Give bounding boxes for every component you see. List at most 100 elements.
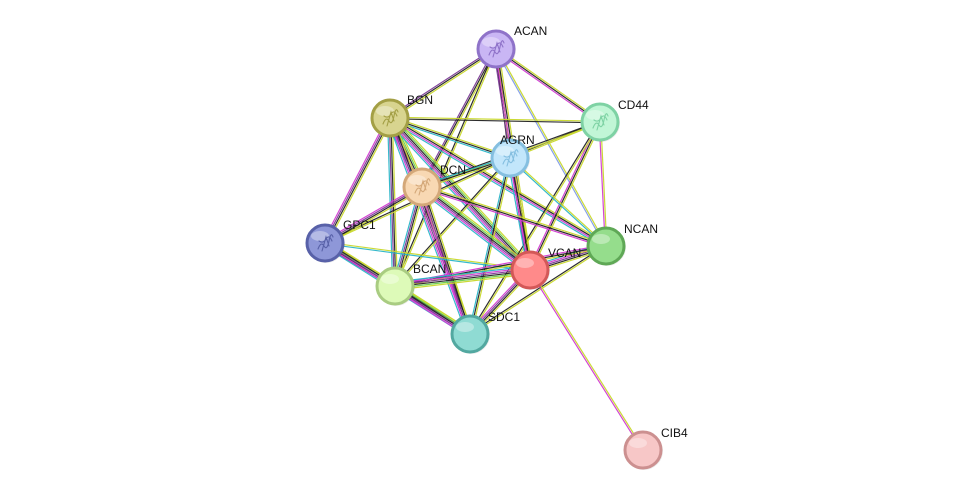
edge-strand-yellow xyxy=(470,246,607,336)
edge-strand-green xyxy=(395,271,531,289)
edge-strand-black xyxy=(393,157,510,286)
edge-strand-purple xyxy=(388,118,530,271)
node-highlight xyxy=(408,175,426,185)
edge-bgn-gpc1[interactable] xyxy=(322,116,393,245)
edge-cd44-ncan[interactable] xyxy=(598,121,608,247)
node-highlight xyxy=(586,110,604,120)
edge-strand-yellow xyxy=(390,49,498,120)
node-sdc1[interactable]: SDC1 xyxy=(450,310,520,354)
edge-agrn-bcan[interactable] xyxy=(393,157,512,287)
edge-vcan-bcan[interactable] xyxy=(394,265,531,291)
protein-structure-icon xyxy=(414,178,431,196)
edge-strand-magenta xyxy=(387,118,470,335)
edge-strand-purple xyxy=(420,187,470,335)
edge-strand-green xyxy=(423,184,532,269)
edge-strand-black xyxy=(422,185,531,270)
edge-strand-yellow xyxy=(422,184,607,246)
edge-strand-yellow xyxy=(600,121,608,246)
node-agrn[interactable]: AGRN xyxy=(490,133,535,178)
protein-structure-icon xyxy=(502,149,519,167)
edge-strand-black xyxy=(421,186,607,247)
edge-bgn-cd44[interactable] xyxy=(389,116,601,124)
edge-strand-yellow xyxy=(530,269,645,450)
node-circle xyxy=(510,250,550,290)
edge-strand-cyan xyxy=(419,189,528,274)
node-circle xyxy=(490,138,530,178)
node-label: GPC1 xyxy=(343,218,376,232)
edge-strand-yellow xyxy=(395,158,512,287)
node-label: ACAN xyxy=(514,24,547,38)
edge-strand-magenta xyxy=(394,267,530,285)
node-bcan[interactable]: BCAN xyxy=(375,262,446,306)
edge-strand-black xyxy=(325,118,392,244)
edge-strand-magenta xyxy=(389,118,606,248)
node-dcn[interactable]: DCN xyxy=(402,163,466,207)
edge-cd44-sdc1[interactable] xyxy=(468,121,602,335)
edge-strand-black xyxy=(468,121,600,334)
node-cd44[interactable]: CD44 xyxy=(580,98,649,142)
edge-strand-green xyxy=(391,115,533,269)
edge-strand-blue xyxy=(494,49,606,247)
edge-strand-magenta xyxy=(419,187,469,335)
edge-strand-purple xyxy=(389,117,471,335)
edge-strand-yellow xyxy=(395,273,531,291)
edge-agrn-sdc1[interactable] xyxy=(467,157,513,335)
node-bgn[interactable]: BGN xyxy=(370,93,433,138)
edge-strand-black xyxy=(389,117,511,159)
edge-strand-yellow xyxy=(496,47,602,122)
edge-strand-magenta xyxy=(494,49,600,124)
edge-strand-black xyxy=(389,118,600,124)
edge-ncan-sdc1[interactable] xyxy=(469,244,607,336)
edge-strand-cyan xyxy=(467,157,510,334)
node-highlight xyxy=(592,234,610,244)
node-highlight xyxy=(456,322,474,332)
edge-strand-magenta xyxy=(421,187,606,249)
node-ncan[interactable]: NCAN xyxy=(586,222,658,266)
edge-strand-yellow xyxy=(424,183,533,268)
edge-dcn-vcan[interactable] xyxy=(419,183,533,274)
edge-strand-purple xyxy=(323,117,390,243)
edge-strand-yellow xyxy=(496,48,608,246)
edge-dcn-ncan[interactable] xyxy=(421,184,607,249)
edge-acan-bcan[interactable] xyxy=(393,48,498,287)
node-acan[interactable]: ACAN xyxy=(476,24,547,69)
node-label: NCAN xyxy=(624,222,658,236)
node-circle xyxy=(580,102,620,142)
node-cib4[interactable]: CIB4 xyxy=(623,426,688,470)
edge-strand-black xyxy=(395,270,531,288)
edge-strand-yellow xyxy=(326,118,393,245)
node-circle xyxy=(370,98,410,138)
node-circle xyxy=(375,266,415,306)
edge-agrn-ncan[interactable] xyxy=(509,156,607,248)
edge-strand-yellow xyxy=(530,122,602,271)
node-gpc1[interactable]: GPC1 xyxy=(305,218,376,263)
edge-strand-cyan xyxy=(509,158,606,248)
edge-strand-yellow xyxy=(390,116,601,122)
edge-strand-yellow xyxy=(390,115,608,245)
node-circle xyxy=(623,430,663,470)
node-label: DCN xyxy=(440,163,466,177)
edge-strand-purple xyxy=(421,187,530,272)
edge-acan-bgn[interactable] xyxy=(388,47,498,120)
edge-strand-cyan xyxy=(324,243,530,272)
edge-strand-black xyxy=(393,48,496,286)
edge-strand-yellow xyxy=(510,156,607,246)
edge-bgn-ncan[interactable] xyxy=(388,115,608,249)
node-label: VCAN xyxy=(548,246,581,260)
node-vcan[interactable]: VCAN xyxy=(510,246,581,290)
edge-strand-magenta xyxy=(420,188,529,273)
edge-acan-cd44[interactable] xyxy=(494,47,602,124)
edge-strand-yellow xyxy=(395,49,498,287)
edge-strand-black xyxy=(390,116,607,246)
node-label: AGRN xyxy=(500,133,535,147)
edge-vcan-cib4[interactable] xyxy=(528,269,645,451)
node-label: SDC1 xyxy=(488,310,520,324)
protein-structure-icon xyxy=(488,40,505,58)
edge-strand-black xyxy=(495,48,601,123)
node-label: BCAN xyxy=(413,262,446,276)
edge-strand-black xyxy=(469,157,511,335)
edge-acan-ncan[interactable] xyxy=(494,48,608,247)
node-label: BGN xyxy=(407,93,433,107)
